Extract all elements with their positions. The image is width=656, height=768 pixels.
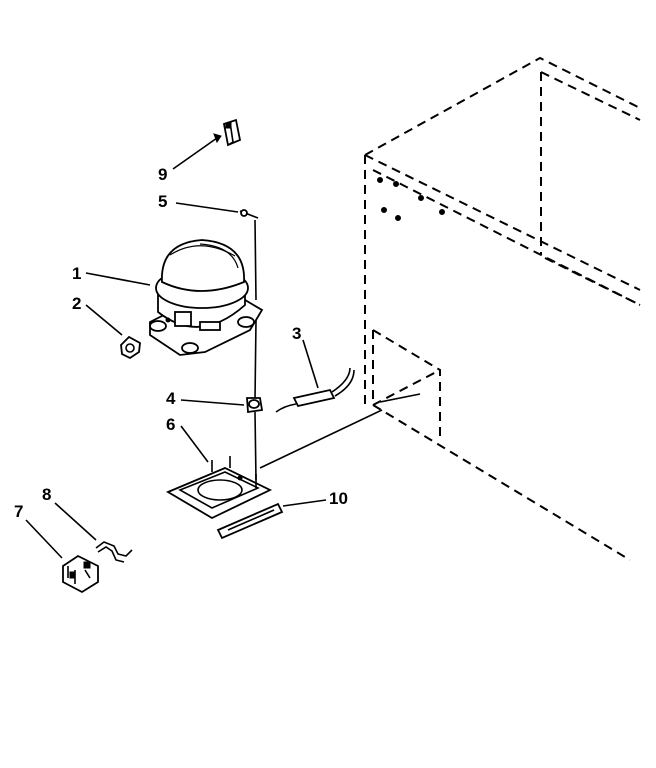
part-9-clip [222,118,242,147]
callout-4: 4 [166,389,176,408]
part-1-compressor [149,239,264,356]
callout-6: 6 [166,415,175,434]
callout-5: 5 [158,192,167,211]
cabinet-outline [259,56,641,561]
part-4-bushing [246,397,264,414]
part-8-clip [95,541,133,563]
leader-lines [25,133,327,559]
callout-labels: 9 5 1 2 3 4 6 10 8 7 [14,165,348,521]
part-3-tube [275,367,355,413]
part-5-wire [239,209,259,481]
callout-1: 1 [72,264,81,283]
callout-3: 3 [292,324,301,343]
part-10-rail [216,502,284,540]
part-7-cover [62,554,99,594]
part-6-bracket [166,456,273,520]
callout-10: 10 [329,489,348,508]
part-2-grommet [120,335,141,360]
callout-2: 2 [72,294,81,313]
callout-7: 7 [14,502,23,521]
callout-9: 9 [158,165,167,184]
callout-8: 8 [42,485,51,504]
